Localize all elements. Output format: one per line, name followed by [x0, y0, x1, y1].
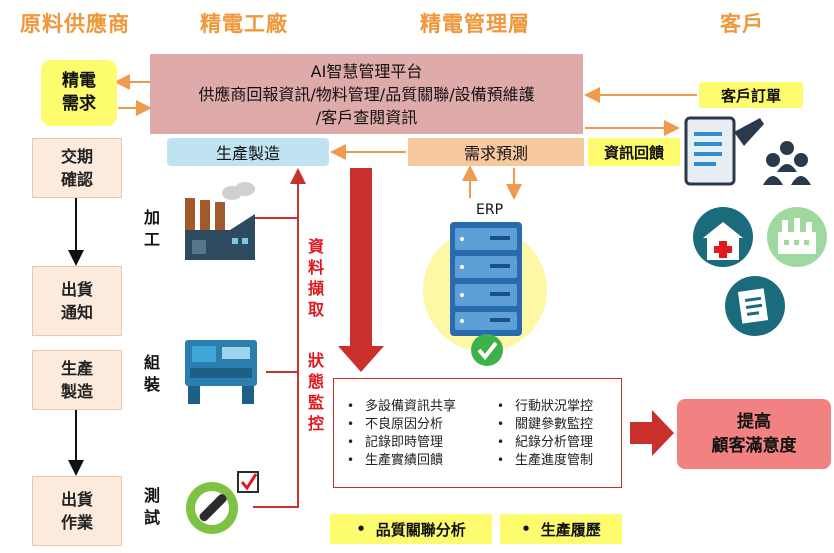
step-line2: 確認 [60, 170, 93, 189]
feature-item: 紀錄分析管理 [497, 434, 593, 451]
char: 取 [307, 300, 324, 319]
feature-item: 多設備資訊共享 [347, 398, 456, 415]
step-line2: 作業 [60, 513, 93, 532]
demand-line2: 需求 [62, 94, 96, 114]
char: 監 [307, 393, 324, 412]
char: 態 [307, 372, 324, 391]
customer-order-box: 客戶訂單 [699, 82, 803, 108]
step-line1: 出貨 [60, 490, 93, 509]
step-line1: 生產 [60, 359, 93, 378]
satisfaction-line2: 顧客滿意度 [711, 436, 797, 456]
char: 裝 [143, 375, 160, 394]
info-feedback-box: 資訊回饋 [588, 138, 680, 166]
char: 組 [143, 353, 160, 372]
production-history-tag: • 生產履歷 [500, 514, 622, 544]
testing-label: 測 試 [143, 485, 161, 529]
feature-item: 生產進度管制 [497, 452, 593, 469]
column-header-factory: 精電工廠 [200, 12, 288, 36]
tag-bullet: • [356, 520, 366, 538]
ai-platform-box: AI智慧管理平台 供應商回報資訊/物料管理/品質關聯/設備預維護 /客戶查閱資訊 [150, 54, 583, 134]
process-label: 加 工 [143, 207, 161, 251]
production-manufacturing-box: 生產製造 [167, 138, 329, 166]
platform-title: AI智慧管理平台 [310, 61, 423, 81]
char: 控 [307, 414, 324, 433]
platform-line3: /客戶查閱資訊 [315, 107, 418, 127]
feature-item: 記錄即時管理 [347, 434, 443, 451]
quality-analysis-tag: • 品質關聯分析 [330, 514, 492, 544]
demand-line1: 精電 [62, 71, 96, 91]
char: 測 [143, 486, 160, 505]
demand-box: 精電 需求 [41, 60, 117, 126]
char: 工 [143, 230, 160, 249]
feature-item: 生產實績回饋 [347, 452, 443, 469]
feature-item: 行動狀況掌控 [497, 398, 593, 415]
step-line1: 出貨 [60, 280, 93, 299]
check-badge-icon [471, 334, 503, 366]
feature-item: 不良原因分析 [347, 416, 443, 433]
shipping-operation-box: 出貨 作業 [32, 476, 122, 546]
platform-line2: 供應商回報資訊/物料管理/品質關聯/設備預維護 [198, 84, 535, 104]
assembly-label: 組 裝 [143, 352, 161, 396]
step-line2: 通知 [60, 303, 93, 322]
status-monitor-label: 狀 態 監 控 [307, 350, 325, 434]
step-line2: 製造 [60, 382, 93, 401]
column-header-supplier: 原料供應商 [20, 12, 130, 36]
tag-label: 生產履歷 [540, 520, 601, 539]
tag-label: 品質關聯分析 [375, 520, 466, 539]
feature-item: 關鍵參數監控 [497, 416, 593, 433]
shipping-notice-box: 出貨 通知 [32, 266, 122, 336]
right-arrow-satisfaction [630, 410, 674, 456]
char: 擷 [307, 279, 324, 298]
erp-label: ERP [476, 202, 504, 218]
features-box [333, 378, 622, 488]
data-capture-line [253, 217, 299, 508]
tag-bullet: • [521, 520, 531, 538]
char: 料 [307, 258, 324, 277]
char: 資 [307, 237, 324, 256]
satisfaction-line1: 提高 [737, 412, 771, 432]
production-box: 生產 製造 [32, 350, 122, 410]
delivery-confirm-box: 交期 確認 [32, 138, 122, 198]
satisfaction-box: 提高 顧客滿意度 [677, 399, 831, 469]
char: 狀 [307, 351, 324, 370]
column-header-customer: 客戶 [720, 12, 764, 36]
char: 加 [143, 208, 160, 227]
char: 試 [143, 508, 160, 527]
big-down-arrow [338, 168, 384, 372]
column-header-management: 精電管理層 [420, 12, 530, 36]
step-line1: 交期 [60, 147, 93, 166]
data-capture-label: 資 料 擷 取 [307, 236, 325, 320]
demand-forecast-box: 需求預測 [408, 138, 584, 166]
